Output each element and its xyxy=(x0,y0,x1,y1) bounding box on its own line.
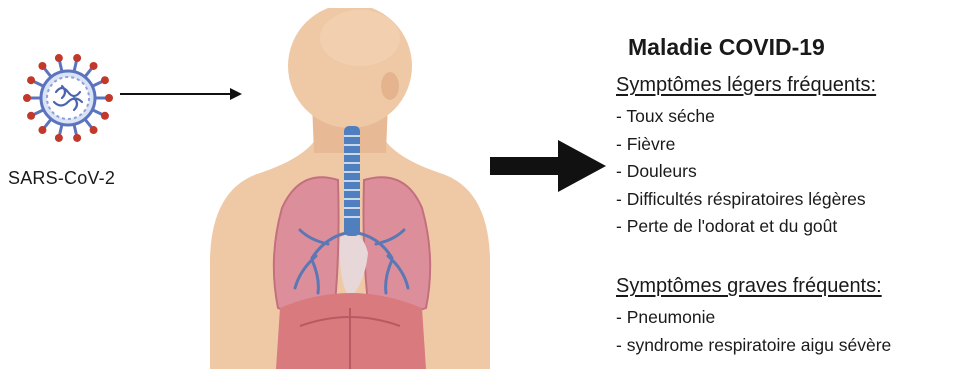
severe-symptoms-heading: Symptômes graves fréquents: xyxy=(616,275,882,298)
list-item: - Douleurs xyxy=(616,158,866,186)
mild-symptoms-list: - Toux séche - Fièvre - Douleurs - Diffi… xyxy=(616,103,866,241)
virus-label: SARS-CoV-2 xyxy=(8,168,115,189)
mild-symptoms-heading: Symptômes légers fréquents: xyxy=(616,74,876,97)
torso-lungs-illustration xyxy=(200,8,500,369)
list-item: - Pneumonie xyxy=(616,304,891,332)
panel-title: Maladie COVID-19 xyxy=(628,34,825,61)
coronavirus-icon xyxy=(22,52,114,144)
thick-arrow-icon xyxy=(488,140,608,192)
list-item: - Fièvre xyxy=(616,131,866,159)
list-item: - Perte de l'odorat et du goût xyxy=(616,213,866,241)
list-item: - syndrome respiratoire aigu sévère xyxy=(616,332,891,360)
list-item: - Toux séche xyxy=(616,103,866,131)
list-item: - Difficultés réspiratoires légères xyxy=(616,186,866,214)
severe-symptoms-list: - Pneumonie - syndrome respiratoire aigu… xyxy=(616,304,891,359)
